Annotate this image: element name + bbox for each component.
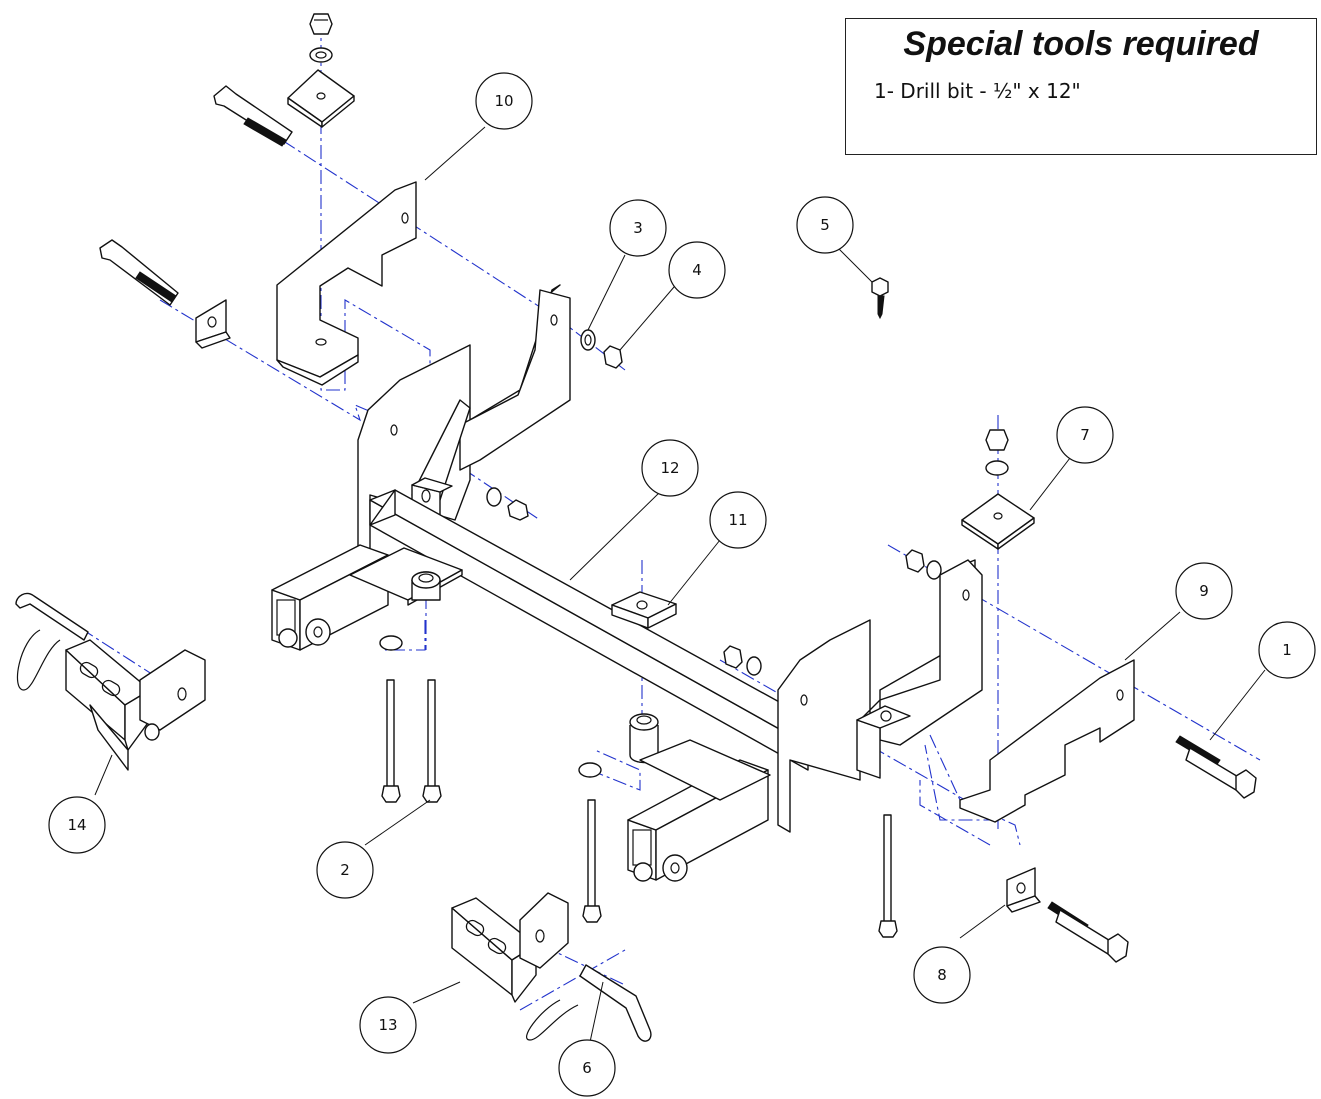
lower-right-bolt bbox=[1047, 901, 1129, 963]
receiver-adapter-part-13 bbox=[451, 892, 569, 1003]
top-nut-stack bbox=[287, 13, 355, 128]
left-mount-plate bbox=[349, 547, 463, 606]
svg-text:13: 13 bbox=[378, 1016, 397, 1034]
svg-text:9: 9 bbox=[1199, 582, 1209, 600]
callout-10: 10 bbox=[475, 72, 533, 130]
top-bolt-part-10 bbox=[213, 85, 293, 147]
right-sleeve bbox=[629, 713, 659, 764]
callout-1: 1 bbox=[1258, 621, 1316, 679]
cross-tube-part-12 bbox=[369, 489, 831, 771]
svg-text:5: 5 bbox=[820, 216, 830, 234]
bracket-part-9 bbox=[959, 659, 1135, 823]
special-tools-item: 1- Drill bit - ½" x 12" bbox=[874, 79, 1081, 103]
callout-14: 14 bbox=[48, 796, 106, 854]
callout-2: 2 bbox=[316, 841, 374, 899]
callout-3: 3 bbox=[609, 199, 667, 257]
svg-text:14: 14 bbox=[67, 816, 86, 834]
screw-part-5 bbox=[871, 277, 889, 320]
bolt-part-2-left bbox=[379, 635, 403, 803]
svg-text:8: 8 bbox=[937, 966, 947, 984]
clamp-part-11 bbox=[611, 591, 677, 629]
bracket-part-10 bbox=[276, 181, 417, 386]
callout-13: 13 bbox=[359, 996, 417, 1054]
right-mount-plate bbox=[639, 739, 771, 801]
receiver-adapter-part-14 bbox=[65, 639, 206, 771]
callout-4: 4 bbox=[668, 241, 726, 299]
svg-text:11: 11 bbox=[728, 511, 747, 529]
svg-text:2: 2 bbox=[340, 861, 350, 879]
svg-text:7: 7 bbox=[1080, 426, 1090, 444]
svg-text:3: 3 bbox=[633, 219, 643, 237]
top-nut-stack-right bbox=[961, 429, 1035, 550]
washer-plate-part-8 bbox=[1006, 867, 1041, 913]
special-tools-box: Special tools required 1- Drill bit - ½"… bbox=[845, 18, 1317, 155]
pin-part-6 bbox=[526, 964, 652, 1042]
mid-washer-nut bbox=[486, 487, 529, 521]
svg-text:12: 12 bbox=[660, 459, 679, 477]
right-clamp-block bbox=[856, 705, 911, 779]
left-upper-bolt bbox=[99, 239, 231, 349]
callout-5: 5 bbox=[796, 196, 854, 254]
left-receiver-tube bbox=[271, 544, 389, 651]
svg-text:1: 1 bbox=[1282, 641, 1292, 659]
svg-text:10: 10 bbox=[494, 92, 513, 110]
callout-7: 7 bbox=[1056, 406, 1114, 464]
bolt-center bbox=[578, 762, 602, 923]
right-side-plate bbox=[777, 559, 983, 833]
callout-9: 9 bbox=[1175, 562, 1233, 620]
bolt-part-2-right bbox=[422, 679, 442, 803]
nut-part-4 bbox=[603, 345, 623, 369]
special-tools-title: Special tools required bbox=[903, 25, 1259, 63]
bolt-part-1 bbox=[1175, 735, 1257, 799]
svg-text:4: 4 bbox=[692, 261, 702, 279]
washer-part-3 bbox=[580, 329, 596, 351]
bolt-right-vertical bbox=[878, 814, 898, 938]
callout-11: 11 bbox=[709, 491, 767, 549]
right-washer-nut-upper bbox=[905, 549, 942, 580]
pin-part-14 bbox=[15, 592, 89, 691]
svg-text:6: 6 bbox=[582, 1059, 592, 1077]
leader-lines bbox=[94, 126, 1266, 1043]
callout-8: 8 bbox=[913, 946, 971, 1004]
right-washer-nut-lower bbox=[723, 645, 762, 676]
callout-12: 12 bbox=[641, 439, 699, 497]
callout-6: 6 bbox=[558, 1039, 616, 1097]
